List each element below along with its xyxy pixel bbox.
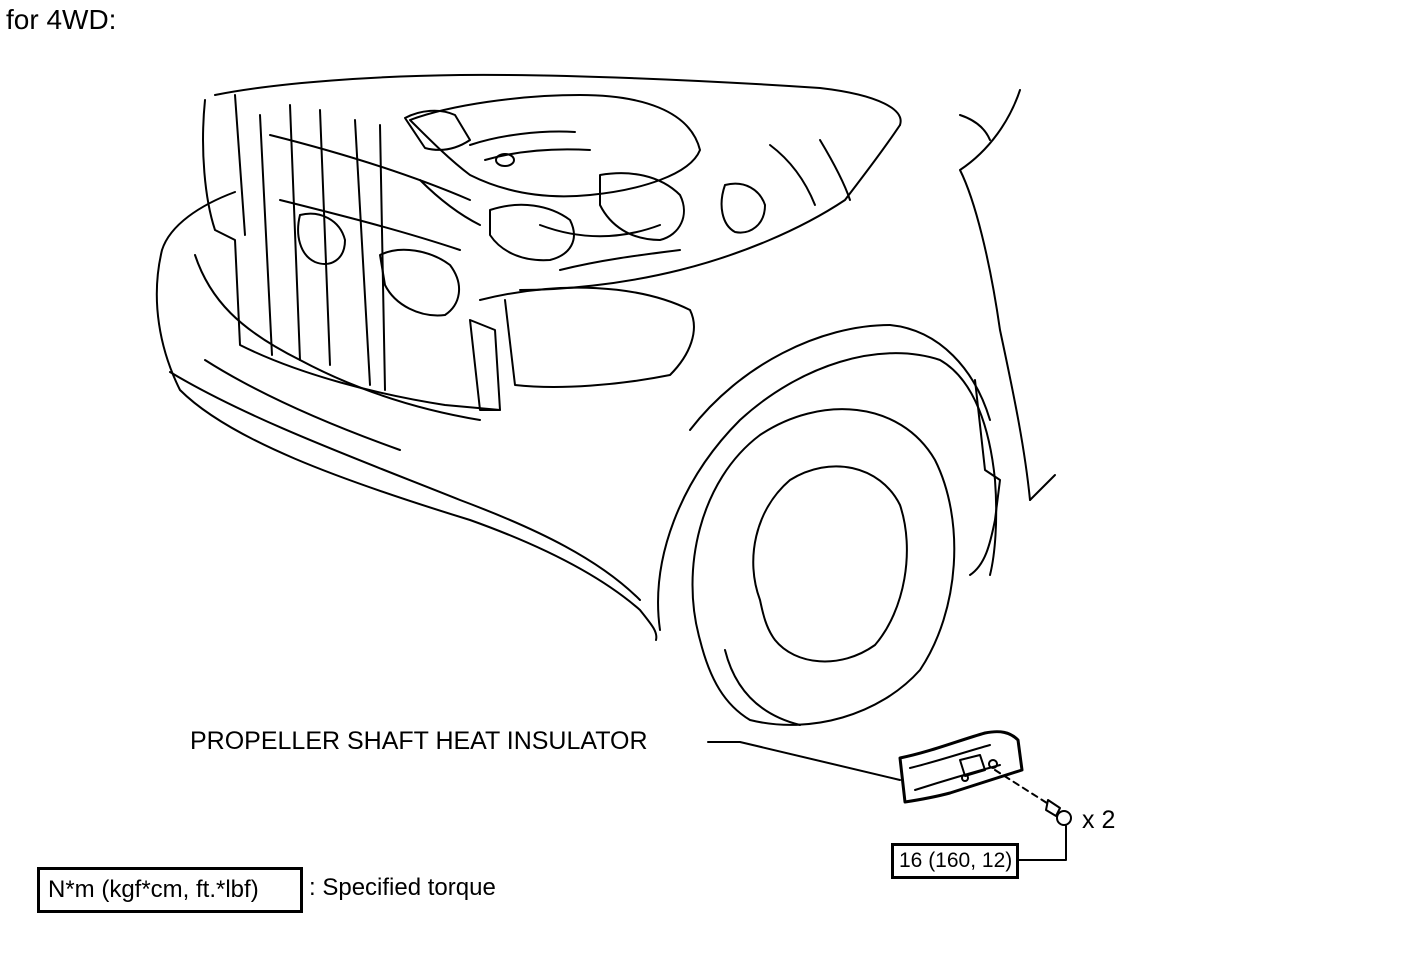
fender: [959, 89, 1031, 501]
wheel: [752, 465, 908, 663]
bolt: [1045, 799, 1061, 817]
quantity-label: x 2: [1082, 806, 1116, 834]
hood-opening: [214, 73, 902, 126]
part-leader-line: [707, 741, 901, 781]
engine-cover: [409, 94, 701, 198]
legend-description: : Specified torque: [309, 874, 496, 901]
torque-value-box: 16 (160, 12): [891, 843, 1019, 879]
headlight: [479, 286, 695, 388]
legend-unit-box: N*m (kgf*cm, ft.*lbf): [37, 867, 303, 913]
heat-insulator: [898, 730, 1024, 804]
part-label: PROPELLER SHAFT HEAT INSULATOR: [190, 727, 648, 755]
bolt-axis-line: [994, 769, 1051, 806]
tire: [691, 408, 956, 726]
wheel-arch: [657, 352, 998, 631]
torque-leader-line: [1018, 825, 1067, 861]
bumper-outline: [155, 191, 658, 641]
radiator-support: [202, 99, 501, 411]
page-heading: for 4WD:: [6, 4, 117, 35]
bumper-lower: [169, 371, 641, 601]
